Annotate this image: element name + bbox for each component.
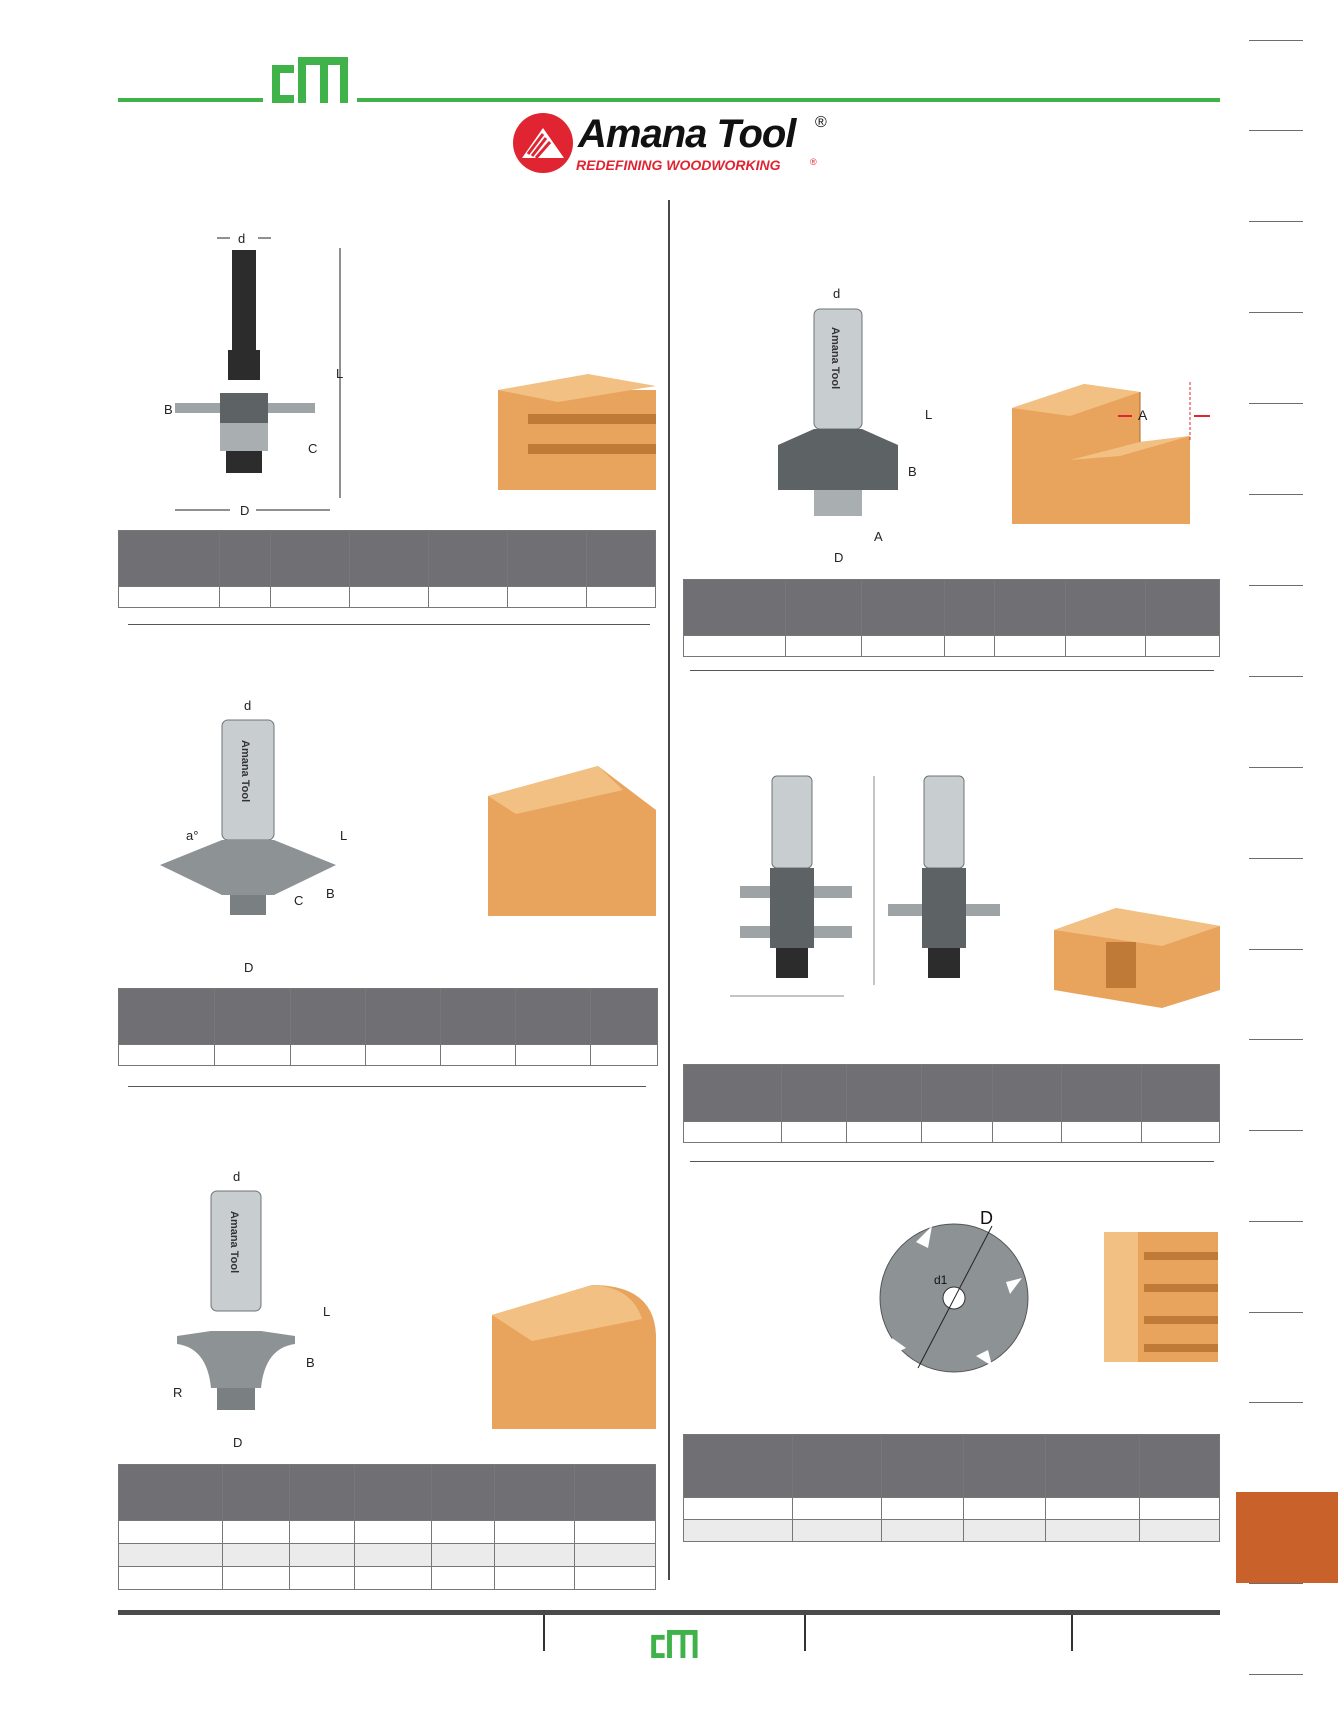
dim-D: D [834, 550, 843, 565]
dim-l: L [340, 828, 347, 843]
chamfer-profile-image [488, 766, 656, 916]
side-tick [1249, 676, 1303, 677]
spec-table-6 [683, 1434, 1220, 1542]
side-tick [1249, 1312, 1303, 1313]
table-row[interactable] [683, 1121, 1220, 1143]
dim-D: D [240, 503, 249, 518]
cm-logo-footer-icon [651, 1629, 698, 1659]
side-tick [1249, 767, 1303, 768]
shank-brand: Amana Tool [829, 327, 841, 389]
dim-l: L [323, 1304, 330, 1319]
table-header-row [683, 1434, 1220, 1498]
table-header-row [118, 1464, 656, 1521]
tagline-mark: ® [810, 157, 817, 167]
dim-c: C [308, 441, 317, 456]
dim-d: d [238, 231, 245, 246]
column-divider [668, 200, 670, 1580]
footer-divider [1071, 1615, 1073, 1651]
side-tick [1249, 403, 1303, 404]
dim-l: L [336, 366, 343, 381]
table-row[interactable] [683, 1497, 1220, 1520]
section-separator [690, 1161, 1214, 1162]
side-tick [1249, 858, 1303, 859]
dim-d: d [244, 698, 251, 713]
amana-emblem-icon [513, 113, 573, 173]
spec-table-3 [118, 1464, 656, 1590]
section-tab[interactable] [1236, 1492, 1338, 1583]
tongue-groove-diagram [730, 775, 1000, 997]
side-tick [1249, 130, 1303, 131]
registered-mark: ® [815, 114, 827, 131]
header-rule-left [118, 98, 263, 102]
side-tick [1249, 40, 1303, 41]
table-row[interactable] [118, 586, 656, 608]
dim-D: D [244, 960, 253, 975]
footer-divider [543, 1615, 545, 1651]
header-rule-right [357, 98, 1220, 102]
side-tick [1249, 1674, 1303, 1675]
side-tick [1249, 1130, 1303, 1131]
roundover-bit-diagram: d Amana Tool R B L D [173, 1169, 330, 1450]
dim-b: B [164, 402, 173, 417]
spec-table-4 [683, 579, 1220, 657]
dim-b: B [908, 464, 917, 479]
dim-d1: d1 [934, 1273, 948, 1287]
spec-table-2 [118, 988, 658, 1066]
side-tick [1249, 1583, 1303, 1584]
side-tick [1249, 1402, 1303, 1403]
side-tick [1249, 221, 1303, 222]
table-row[interactable] [118, 1044, 658, 1066]
dim-d: d [233, 1169, 240, 1184]
brand-name: Amana Tool [578, 112, 796, 156]
dim-r: R [173, 1385, 182, 1400]
side-tick [1249, 1221, 1303, 1222]
table-row[interactable] [118, 1566, 656, 1590]
side-tick [1249, 494, 1303, 495]
side-tick [1249, 1039, 1303, 1040]
side-tick [1249, 312, 1303, 313]
rabbet-bit-diagram: d Amana Tool L B A D [778, 286, 932, 565]
section-separator [128, 624, 650, 625]
dim-D: D [233, 1435, 242, 1450]
table-row[interactable] [118, 1520, 656, 1544]
table-header-row [683, 579, 1220, 636]
table-header-row [118, 988, 658, 1045]
section-separator [690, 670, 1214, 671]
slot-cutter-diagram: d L B C D [164, 231, 343, 518]
slot-profile-image [498, 374, 656, 490]
slotting-cutter-diagram: D d1 [879, 1208, 1029, 1373]
side-tick [1249, 585, 1303, 586]
side-tick [1249, 949, 1303, 950]
spec-table-1 [118, 530, 656, 608]
table-row[interactable] [683, 635, 1220, 657]
dim-c: C [294, 893, 303, 908]
dim-a: A [874, 529, 883, 544]
brand-tagline: REDEFINING WOODWORKING [576, 157, 781, 173]
tongue-groove-profile-image [1054, 908, 1220, 1008]
table-row[interactable] [683, 1519, 1220, 1542]
shank-brand: Amana Tool [239, 740, 251, 802]
dim-b: B [306, 1355, 315, 1370]
dim-b: B [326, 886, 335, 901]
roundover-profile-image [492, 1285, 656, 1429]
table-row[interactable] [118, 1543, 656, 1567]
slotting-profile-image [1104, 1232, 1218, 1362]
amana-logo: Amana Tool ® REDEFINING WOODWORKING ® [512, 110, 832, 178]
cm-logo-icon [272, 57, 348, 103]
footer-rule [118, 1610, 1220, 1615]
footer-divider [804, 1615, 806, 1651]
spec-table-5 [683, 1064, 1220, 1143]
chamfer-bit-diagram: d Amana Tool a° C B L D [160, 698, 347, 975]
table-header-row [683, 1064, 1220, 1122]
dim-d: d [833, 286, 840, 301]
dim-l: L [925, 407, 932, 422]
shank-brand: Amana Tool [228, 1211, 240, 1273]
dim-a: a° [186, 828, 198, 843]
table-header-row [118, 530, 656, 587]
dim-a: A [1138, 407, 1148, 423]
rabbet-profile-image: A [1012, 382, 1210, 524]
section-separator [128, 1086, 646, 1087]
dim-D: D [980, 1208, 993, 1228]
